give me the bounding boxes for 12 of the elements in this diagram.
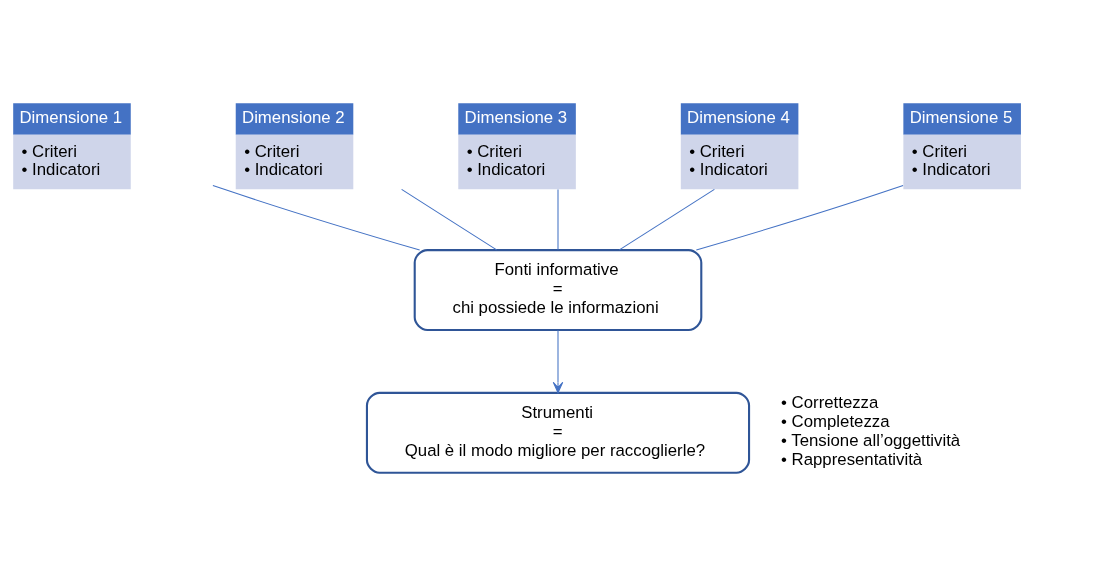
label: • Completezza	[781, 412, 890, 432]
label: • Tensione all’oggettività	[781, 431, 961, 451]
node-box: Strumenti = Qual è il modo migliore per raccoglierle?	[365, 391, 751, 474]
connector	[695, 184, 904, 251]
label: • Correttezza	[781, 393, 879, 413]
label: • Rappresentatività	[781, 450, 923, 470]
node-box: Fonti informative = chi possiede le informazioni	[413, 249, 703, 331]
connector	[401, 188, 498, 251]
connector	[618, 188, 715, 251]
connector	[212, 184, 421, 251]
connector	[557, 188, 559, 251]
arrow	[552, 329, 564, 394]
